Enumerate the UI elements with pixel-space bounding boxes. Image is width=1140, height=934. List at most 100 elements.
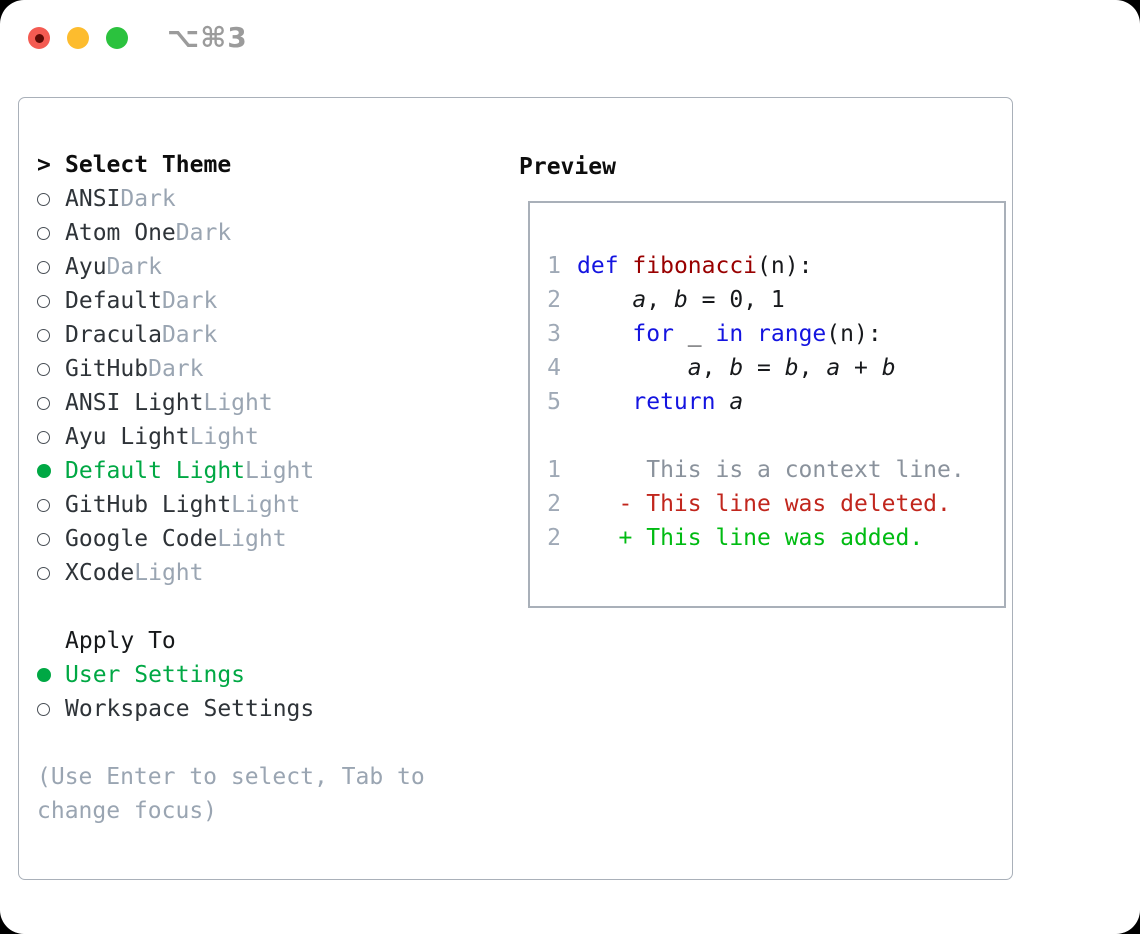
theme-variant-tag: Dark xyxy=(148,356,204,382)
code-segment: fibonacci xyxy=(632,253,758,279)
code-segment: = 0, 1 xyxy=(687,287,785,313)
code-segment: a xyxy=(687,355,702,381)
zoom-button[interactable] xyxy=(106,27,128,49)
theme-variant-tag: Dark xyxy=(175,220,232,246)
diff-text: - This line was deleted. xyxy=(577,491,951,517)
unselected-circle-icon xyxy=(37,328,50,342)
theme-variant-tag: Light xyxy=(203,390,273,416)
diff-line-context: 1 This is a context line. xyxy=(547,453,992,487)
code-segment: (n): xyxy=(757,253,813,279)
apply-to-title: Apply To xyxy=(65,628,176,654)
theme-option-xcode-light[interactable]: XCode Light xyxy=(37,556,467,590)
theme-option-github-light-light[interactable]: GitHub Light Light xyxy=(37,488,467,522)
theme-option-ayu-light-light[interactable]: Ayu Light Light xyxy=(37,420,467,454)
code-segment: a xyxy=(729,389,744,415)
diff-text: + This line was added. xyxy=(577,525,924,551)
theme-option-ayu-dark[interactable]: Ayu Dark xyxy=(37,250,467,284)
select-theme-title: Select Theme xyxy=(65,152,232,178)
code-segment: , xyxy=(798,355,827,381)
unsaved-dot-icon xyxy=(34,33,44,43)
code-segment xyxy=(577,355,688,381)
code-segment: a xyxy=(632,287,647,313)
theme-name: Google Code xyxy=(65,526,218,552)
radio-icon xyxy=(37,702,65,716)
theme-option-ansi-light-light[interactable]: ANSI Light Light xyxy=(37,386,467,420)
radio-icon xyxy=(37,532,65,546)
theme-option-default-light-light[interactable]: Default Light Light xyxy=(37,454,467,488)
spacer xyxy=(547,419,992,453)
code-segment: = xyxy=(743,355,785,381)
code-segment: return xyxy=(632,389,716,415)
diff-text: This is a context line. xyxy=(577,457,965,483)
apply-option-workspace-settings[interactable]: Workspace Settings xyxy=(37,692,467,726)
apply-option-user-settings[interactable]: User Settings xyxy=(37,658,467,692)
radio-icon xyxy=(37,464,65,478)
code-segment xyxy=(743,321,757,347)
code-segment: b xyxy=(881,355,896,381)
code-segment: _ xyxy=(673,321,716,347)
apply-option-label: Workspace Settings xyxy=(65,696,315,722)
window-title: ⌥⌘3 xyxy=(167,21,248,54)
theme-variant-tag: Dark xyxy=(120,186,176,212)
selected-dot-icon xyxy=(37,464,51,478)
code-segment xyxy=(577,287,632,313)
spacer xyxy=(37,726,467,760)
radio-icon xyxy=(37,260,65,274)
code-segment: , xyxy=(701,355,730,381)
theme-option-default-dark[interactable]: Default Dark xyxy=(37,284,467,318)
theme-name: XCode xyxy=(65,560,135,586)
theme-variant-tag: Light xyxy=(189,424,259,450)
line-number: 1 xyxy=(547,457,561,483)
theme-name: ANSI xyxy=(65,186,121,212)
unselected-circle-icon xyxy=(37,192,50,206)
spacer xyxy=(37,590,467,624)
theme-name: Ayu xyxy=(65,254,107,280)
theme-name: GitHub Light xyxy=(65,492,232,518)
unselected-circle-icon xyxy=(37,362,50,376)
code-segment: (n): xyxy=(826,321,882,347)
unselected-circle-icon xyxy=(37,260,50,274)
code-segment: range xyxy=(757,321,827,347)
code-segment xyxy=(715,389,729,415)
code-segment: + xyxy=(840,355,882,381)
code-segment: b xyxy=(784,355,799,381)
code-segment xyxy=(619,253,633,279)
code-segment: def xyxy=(577,253,619,279)
unselected-circle-icon xyxy=(37,294,50,308)
unselected-circle-icon xyxy=(37,226,50,240)
theme-option-ansi-dark[interactable]: ANSI Dark xyxy=(37,182,467,216)
theme-name: Default Light xyxy=(65,458,246,484)
unselected-circle-icon xyxy=(37,532,50,546)
unselected-circle-icon xyxy=(37,702,50,716)
code-segment: for xyxy=(632,321,674,347)
radio-icon xyxy=(37,430,65,444)
close-button[interactable] xyxy=(28,27,50,49)
diff-preview: 1 This is a context line.2 - This line w… xyxy=(547,453,992,555)
line-number: 4 xyxy=(547,355,561,381)
theme-option-google-code-light[interactable]: Google Code Light xyxy=(37,522,467,556)
theme-option-atom-one-dark[interactable]: Atom One Dark xyxy=(37,216,467,250)
theme-name: Ayu Light xyxy=(65,424,190,450)
theme-option-dracula-dark[interactable]: Dracula Dark xyxy=(37,318,467,352)
theme-variant-tag: Light xyxy=(231,492,301,518)
code-line: 2 a, b = 0, 1 xyxy=(547,283,992,317)
code-segment: b xyxy=(729,355,744,381)
radio-icon xyxy=(37,362,65,376)
code-line: 5 return a xyxy=(547,385,992,419)
minimize-button[interactable] xyxy=(67,27,89,49)
code-segment xyxy=(577,389,632,415)
line-number: 2 xyxy=(547,287,561,313)
diff-line-deleted: 2 - This line was deleted. xyxy=(547,487,992,521)
code-line: 4 a, b = b, a + b xyxy=(547,351,992,385)
line-number: 2 xyxy=(547,525,561,551)
theme-variant-tag: Light xyxy=(217,526,287,552)
theme-name: Atom One xyxy=(65,220,176,246)
theme-option-github-dark[interactable]: GitHub Dark xyxy=(37,352,467,386)
code-line: 3 for _ in range(n): xyxy=(547,317,992,351)
